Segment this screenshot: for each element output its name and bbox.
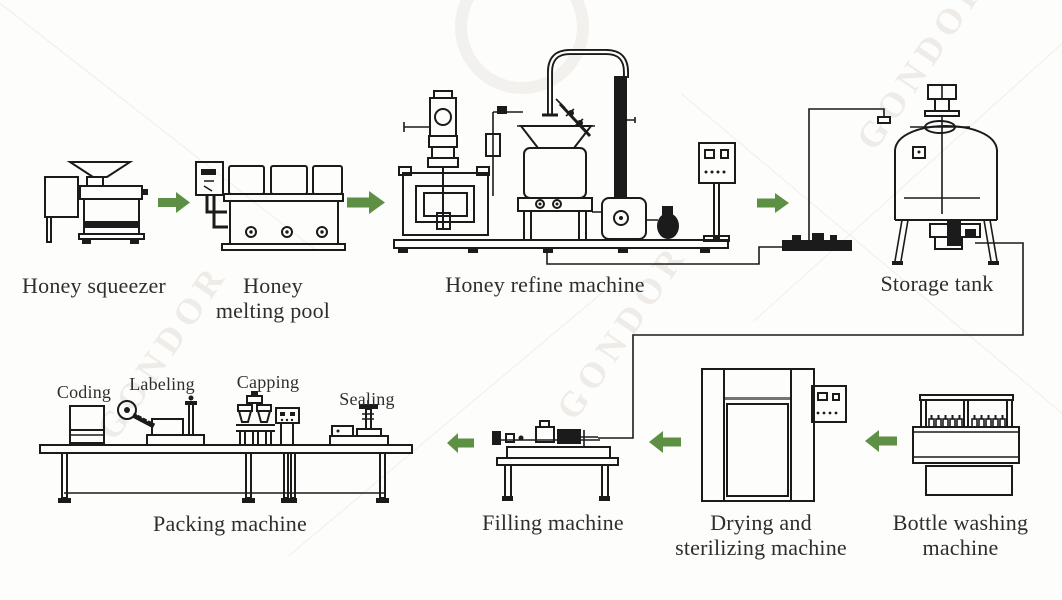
filling-machine-drawing bbox=[492, 420, 619, 501]
arrow-pool-to-refine bbox=[347, 191, 385, 214]
arrow-refine-to-storage bbox=[757, 193, 789, 213]
arrow-drying-to-filling bbox=[649, 431, 681, 453]
pipe-refine-to-storage bbox=[546, 108, 891, 265]
bottle-washing-machine-drawing bbox=[912, 394, 1020, 496]
label-drying-line1: Drying and bbox=[710, 510, 812, 535]
arrow-squeezer-to-pool bbox=[158, 192, 190, 213]
label-capping: Capping bbox=[236, 372, 300, 392]
label-bottle-washing-line2: machine bbox=[922, 534, 999, 560]
capping-unit-drawing bbox=[236, 391, 300, 446]
drying-sterilizing-machine-drawing bbox=[701, 368, 847, 502]
label-bottle-washing-machine: Bottle washing machine bbox=[878, 510, 1043, 560]
storage-tank-drawing bbox=[892, 84, 999, 265]
honey-melting-pool-drawing bbox=[195, 161, 346, 251]
label-sealing: Sealing bbox=[339, 389, 395, 409]
arrow-washing-to-drying bbox=[865, 430, 897, 452]
label-packing-machine: Packing machine bbox=[153, 511, 307, 536]
honey-squeezer-drawing bbox=[44, 161, 148, 244]
coding-unit-drawing bbox=[69, 405, 105, 444]
packing-machine-drawing bbox=[39, 391, 413, 503]
sealing-unit-drawing bbox=[329, 400, 389, 446]
labeling-unit-drawing bbox=[117, 395, 205, 446]
label-drying-line2: sterilizing machine bbox=[675, 534, 847, 560]
arrow-filling-to-packing bbox=[447, 433, 474, 453]
label-labeling: Labeling bbox=[129, 374, 195, 394]
label-honey-melting-pool-line1: Honey bbox=[243, 273, 303, 298]
label-honey-melting-pool-line2: melting pool bbox=[215, 297, 331, 323]
label-filling-machine: Filling machine bbox=[482, 510, 624, 535]
label-bottle-washing-line1: Bottle washing bbox=[892, 510, 1029, 535]
label-honey-squeezer: Honey squeezer bbox=[22, 273, 166, 298]
flow-arrows bbox=[158, 191, 897, 453]
label-drying-sterilizing-machine: Drying and sterilizing machine bbox=[650, 510, 872, 560]
label-honey-refine-machine: Honey refine machine bbox=[445, 272, 645, 297]
label-honey-melting-pool: Honey melting pool bbox=[198, 273, 348, 323]
label-coding: Coding bbox=[56, 382, 112, 402]
label-storage-tank: Storage tank bbox=[880, 271, 994, 296]
honey-refine-machine-drawing bbox=[393, 49, 736, 253]
pipe-storage-to-filling bbox=[598, 242, 1024, 439]
